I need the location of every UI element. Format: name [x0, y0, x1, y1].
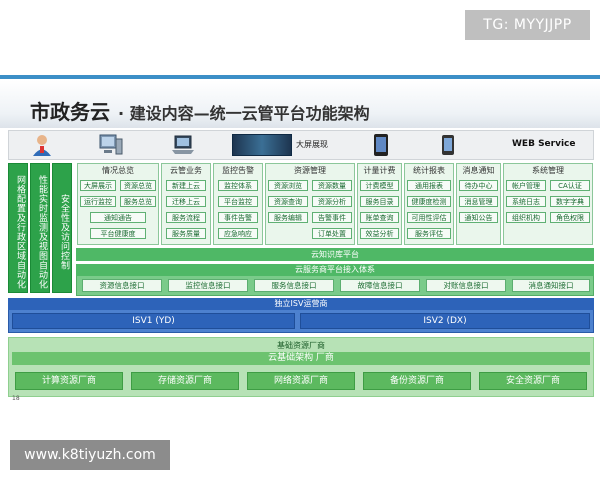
slide-subtitle: · 建设内容—统一云管平台功能架构 [118, 104, 370, 123]
module-button[interactable]: 健康度检测 [407, 196, 451, 207]
module-button[interactable]: 订单处置 [312, 228, 352, 239]
isv-operator-title: 独立ISV运营商 [8, 298, 594, 310]
module-button[interactable]: 数字字典 [550, 196, 590, 207]
module-button[interactable]: CA认证 [550, 180, 590, 191]
module-button[interactable]: 可用性评估 [407, 212, 451, 223]
base-resource-title: 基础资源厂商 [277, 341, 325, 350]
isv-access-title: 云服务商平台接入体系 [76, 264, 594, 276]
module-button[interactable]: 系统日志 [506, 196, 546, 207]
module-button[interactable]: 新建上云 [166, 180, 206, 191]
module-button[interactable]: 应急响应 [218, 228, 258, 239]
web-service-label: WEB Service [512, 139, 576, 149]
module-button[interactable]: 通知公告 [459, 212, 498, 223]
watermark-url: www.k8tiyuzh.com [10, 440, 170, 470]
module-title: 云管业务 [170, 166, 202, 175]
big-screen-display-icon [232, 134, 292, 156]
watermark-tg: TG: MYYJJPP [465, 10, 590, 40]
module-button[interactable]: 效益分析 [360, 228, 399, 239]
module-button[interactable]: 平台监控 [218, 196, 258, 207]
module-button[interactable]: 资源查询 [268, 196, 308, 207]
module-button[interactable]: 消息管理 [459, 196, 498, 207]
vendor-box-compute[interactable]: 计算资源厂商 [15, 372, 123, 390]
left-column-performance: 性能实时监测及视图自动化 [30, 163, 50, 293]
interface-button[interactable]: 监控信息接口 [168, 279, 248, 292]
slide-top-line [0, 75, 600, 79]
interface-button[interactable]: 资源信息接口 [82, 279, 162, 292]
module-button[interactable]: 运行监控 [80, 196, 116, 207]
desktop-computer-icon [98, 133, 124, 157]
knowledge-base-bar: 云知识库平台 [76, 248, 594, 261]
isv1-box[interactable]: ISV1 (YD) [12, 313, 295, 329]
left-column-security: 安全性及访问控制 [52, 163, 72, 293]
module-button[interactable]: 服务总览 [120, 196, 156, 207]
module-button[interactable]: 角色权限 [550, 212, 590, 223]
module-button[interactable]: 帐户管理 [506, 180, 546, 191]
interface-button[interactable]: 故障信息接口 [340, 279, 420, 292]
module-button[interactable]: 通知通告 [90, 212, 146, 223]
module-button[interactable]: 服务目录 [360, 196, 399, 207]
left-column-grid-config: 网格配置及行政区域自动化 [8, 163, 28, 293]
user-icon [30, 133, 54, 157]
module-button[interactable]: 资源浏览 [268, 180, 308, 191]
laptop-icon [170, 133, 196, 157]
module-button[interactable]: 告警事件 [312, 212, 352, 223]
module-button[interactable]: 事件告警 [218, 212, 258, 223]
slide-title: 市政务云 [30, 100, 110, 124]
interface-button[interactable]: 消息通知接口 [512, 279, 590, 292]
module-title: 资源管理 [294, 166, 326, 175]
module-title: 监控告警 [222, 166, 254, 175]
module-title: 系统管理 [532, 166, 564, 175]
vendor-box-storage[interactable]: 存储资源厂商 [131, 372, 239, 390]
module-button[interactable]: 服务评估 [407, 228, 451, 239]
module-title: 情况总览 [102, 166, 134, 175]
module-button[interactable]: 资源数量 [312, 180, 352, 191]
module-button[interactable]: 服务流程 [166, 212, 206, 223]
module-title: 计量计费 [363, 166, 396, 175]
module-button[interactable]: 监控体系 [218, 180, 258, 191]
vendor-box-security[interactable]: 安全资源厂商 [479, 372, 587, 390]
cloud-infra-vendor-bar: 云基础架构 厂商 [12, 352, 590, 365]
vendor-box-network[interactable]: 网络资源厂商 [247, 372, 355, 390]
module-button[interactable]: 大屏展示 [80, 180, 116, 191]
module-button[interactable]: 资源分析 [312, 196, 352, 207]
module-title: 消息通知 [462, 166, 495, 175]
tablet-icon [372, 133, 390, 157]
module-button[interactable]: 服务编辑 [268, 212, 308, 223]
vendor-box-backup[interactable]: 备份资源厂商 [363, 372, 471, 390]
module-button[interactable]: 通用报表 [407, 180, 451, 191]
big-screen-label: 大屏展现 [296, 140, 328, 149]
module-button[interactable]: 计费模型 [360, 180, 399, 191]
interface-button[interactable]: 服务信息接口 [254, 279, 334, 292]
module-button[interactable]: 平台健康度 [90, 228, 146, 239]
isv2-box[interactable]: ISV2 (DX) [300, 313, 590, 329]
module-button[interactable]: 迁移上云 [166, 196, 206, 207]
page-number: 18 [12, 395, 20, 402]
mobile-phone-icon [440, 133, 456, 157]
interface-button[interactable]: 对账信息接口 [426, 279, 506, 292]
module-button[interactable]: 待办中心 [459, 180, 498, 191]
module-button[interactable]: 账单查询 [360, 212, 399, 223]
title-bar [0, 80, 600, 128]
module-button[interactable]: 服务质量 [166, 228, 206, 239]
module-button[interactable]: 组织机构 [506, 212, 546, 223]
module-button[interactable]: 资源总览 [120, 180, 156, 191]
module-title: 统计报表 [413, 166, 445, 175]
